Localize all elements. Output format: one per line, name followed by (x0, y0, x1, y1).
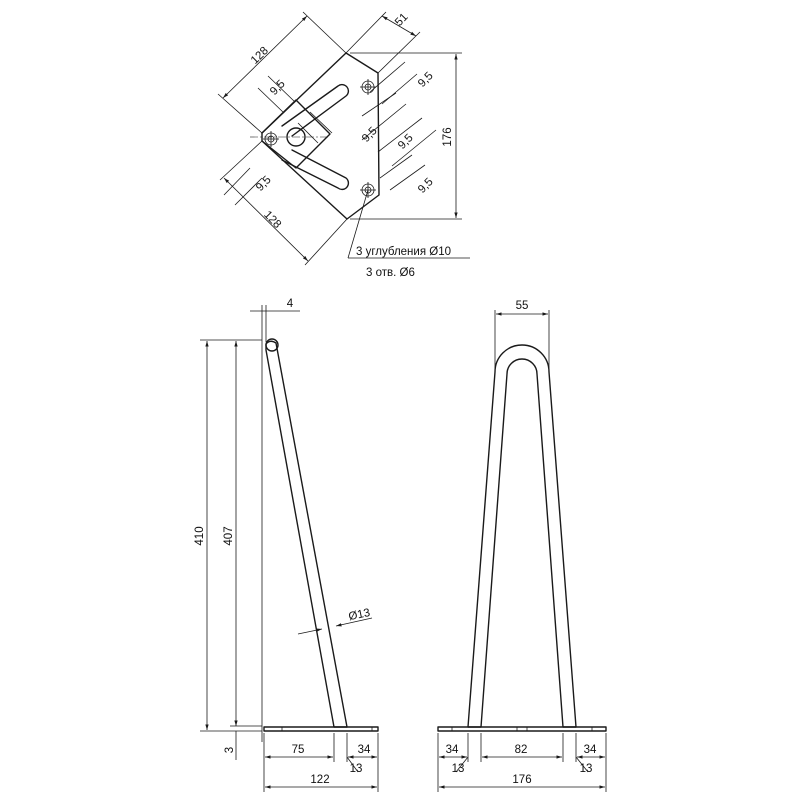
dim-base-right: 34 (358, 744, 371, 756)
front-hairpin-outer (467, 344, 577, 728)
dim-plate-width-top: 128 (249, 45, 271, 67)
loop-hole (286, 127, 306, 147)
note-recesses: 3 углубления Ø10 (356, 246, 451, 258)
dim-total-height: 410 (194, 526, 206, 545)
dim-front-center: 82 (515, 744, 528, 756)
dim-base-left: 75 (292, 744, 305, 756)
dim-slot-offset-lower: 9,5 (254, 174, 274, 194)
side-view: 4 410 407 3 Ø13 75 34 13 122 (194, 298, 379, 792)
dim-front-rod-left: 13 (452, 763, 465, 775)
dim-plate-height: 176 (442, 127, 454, 146)
dim-slot-offset-upper: 9,5 (268, 78, 288, 98)
plan-view: 128 128 51 176 9,5 9,5 9,5 9,5 (217, 11, 470, 279)
mounting-hole-left (263, 131, 279, 147)
dim-rod-width: 13 (350, 763, 363, 775)
note-holes: 3 отв. Ø6 (366, 267, 415, 279)
plate-inner-notch (261, 99, 331, 169)
front-base-plate (437, 726, 607, 732)
dim-front-right: 34 (584, 744, 597, 756)
mounting-hole-top (360, 79, 376, 95)
dim-top-offset: 4 (287, 298, 294, 310)
dim-front-rod-right: 13 (580, 763, 593, 775)
dim-corner-width: 51 (393, 11, 411, 29)
side-rod (265, 340, 348, 728)
dim-plate-width-bottom: 128 (261, 209, 283, 231)
upper-slot (281, 83, 350, 137)
side-base-plate (263, 726, 379, 732)
dim-hole-offset-bottom: 9,5 (416, 176, 436, 196)
dim-front-base-total: 176 (512, 774, 531, 786)
dim-rod-diameter: Ø13 (347, 607, 371, 623)
dim-loop-width: 55 (516, 300, 529, 312)
lower-slot (281, 149, 350, 191)
side-rod-top (265, 338, 279, 352)
dim-plate-thickness: 3 (224, 747, 236, 753)
dim-hole-offset-top: 9,5 (416, 70, 436, 90)
dim-base-total: 122 (310, 774, 329, 786)
dim-front-left: 34 (446, 744, 459, 756)
dim-rod-height: 407 (223, 526, 235, 545)
front-view: 55 34 82 34 13 13 176 (437, 300, 607, 792)
